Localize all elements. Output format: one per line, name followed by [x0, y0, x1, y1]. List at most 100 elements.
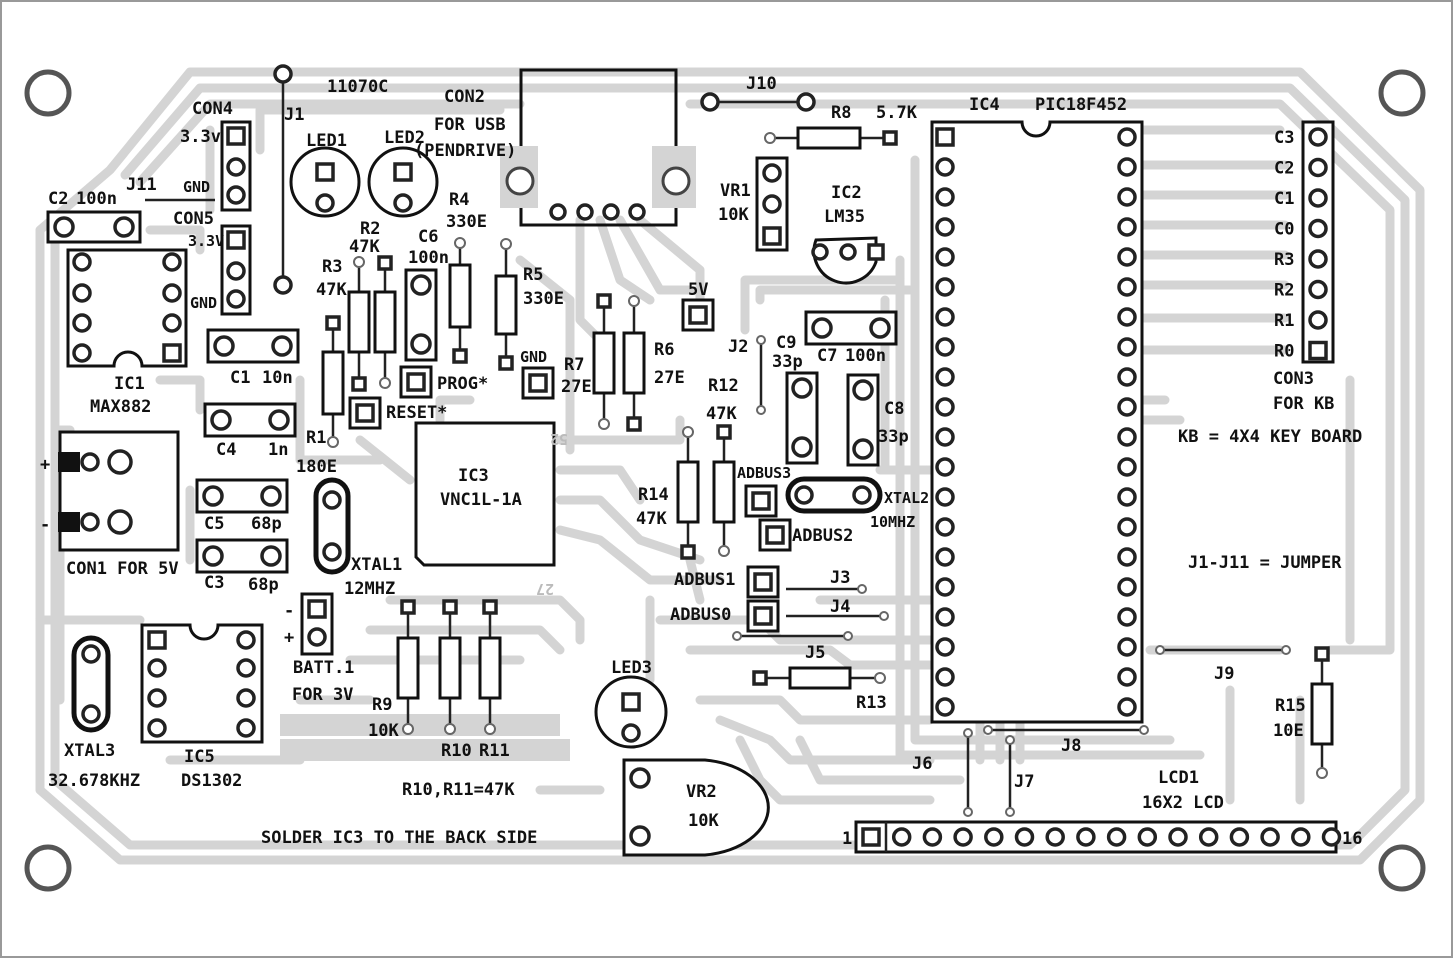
pad	[762, 194, 782, 214]
vr2-label: VR2	[686, 782, 717, 802]
pad	[762, 226, 782, 246]
pad	[700, 92, 720, 112]
ic4-pin	[1117, 457, 1137, 477]
r15-label: R15	[1275, 696, 1306, 716]
pad	[322, 542, 342, 562]
pad	[454, 237, 466, 249]
con3-pin	[1308, 188, 1328, 208]
ic4-pin	[1117, 157, 1137, 177]
lcd-pins	[861, 827, 1342, 847]
pad	[482, 599, 498, 615]
j7-label: J7	[1014, 772, 1034, 792]
pad	[716, 424, 732, 440]
c4-value: 1n	[268, 440, 288, 460]
ic4-pin	[1117, 397, 1137, 417]
pad	[629, 825, 651, 847]
pad	[752, 670, 768, 686]
ic5-label: IC5	[184, 747, 215, 767]
r14-value: 47K	[636, 509, 667, 529]
lcd-pin	[1321, 827, 1342, 847]
pad	[753, 572, 773, 592]
xtal1-value: 12MHZ	[344, 579, 395, 599]
pad	[226, 126, 246, 146]
lcd-pin	[1045, 827, 1065, 847]
pad	[764, 132, 776, 144]
mounting-hole	[24, 69, 72, 117]
pad	[505, 166, 535, 196]
pad	[327, 436, 339, 448]
batt-label: BATT.1	[293, 658, 354, 678]
xtal1-label: XTAL1	[351, 555, 402, 575]
pad	[226, 157, 246, 177]
pad	[226, 230, 246, 250]
c1-label: C1	[230, 368, 250, 388]
xtal2-label: XTAL2	[884, 489, 929, 507]
pad	[202, 485, 224, 507]
pad	[81, 704, 101, 724]
ic4-pin	[1117, 637, 1137, 657]
pad	[162, 313, 182, 333]
con1-plus: +	[40, 455, 50, 475]
ic4-pin	[935, 487, 955, 507]
pad	[852, 485, 872, 505]
c3-label: C3	[204, 573, 224, 593]
pad	[756, 335, 766, 345]
pad	[500, 238, 512, 250]
pad	[393, 193, 413, 213]
pad	[869, 317, 891, 339]
r9-label: R9	[372, 695, 392, 715]
pad	[315, 193, 335, 213]
pad	[162, 252, 182, 272]
ic4-package	[930, 120, 1144, 724]
pad	[1316, 767, 1328, 779]
pad	[147, 658, 167, 678]
c3-value: 68p	[248, 575, 279, 595]
led1-label: LED1	[306, 131, 347, 151]
vr2-value: 10K	[688, 811, 719, 831]
lcd-pin-16-label: 16	[1342, 829, 1362, 849]
ic4-pin	[935, 337, 955, 357]
j9-label: J9	[1214, 664, 1234, 684]
pad	[756, 405, 766, 415]
pad	[81, 644, 101, 664]
c6-value: 100n	[408, 248, 449, 268]
c2-label: C2	[48, 189, 68, 209]
pad	[751, 491, 771, 511]
5v-label: 5V	[688, 280, 708, 300]
lcd-pin	[1137, 827, 1158, 847]
r1-resistor	[321, 350, 345, 416]
r12-value: 47K	[706, 404, 737, 424]
pad	[147, 630, 167, 650]
vr1-label: VR1	[720, 181, 751, 201]
ic4-pin	[935, 307, 955, 327]
pad	[811, 243, 829, 261]
pad	[598, 418, 610, 430]
ic3-pin-marker-52: 52	[550, 430, 568, 448]
pad	[260, 485, 282, 507]
kb-pin-label: C3	[1274, 128, 1294, 148]
vr2-potentiometer	[622, 758, 770, 857]
kb-pin-label: R1	[1274, 311, 1294, 331]
pad	[602, 203, 620, 221]
kb-pin-label: R0	[1274, 342, 1294, 362]
con2-label: CON2	[444, 87, 485, 107]
ic4-pin	[1117, 277, 1137, 297]
pad	[107, 509, 133, 535]
ic4-value: PIC18F452	[1035, 95, 1127, 115]
pad	[796, 92, 816, 112]
r4-value: 330E	[446, 212, 487, 232]
r8-value: 5.7K	[876, 103, 918, 123]
j11-label: J11	[126, 175, 157, 195]
r15-value: 10E	[1273, 721, 1304, 741]
xtal3-value: 32.678KHZ	[48, 771, 140, 791]
r7-value: 27E	[561, 377, 592, 397]
pad	[753, 606, 773, 626]
ic1-package	[66, 248, 188, 368]
j6-label: J6	[912, 754, 932, 774]
lcd-pin	[984, 827, 1004, 847]
ic4-pin	[1117, 367, 1137, 387]
pad	[794, 485, 814, 505]
ic4-pin	[935, 157, 955, 177]
reset-label: RESET*	[386, 403, 447, 423]
